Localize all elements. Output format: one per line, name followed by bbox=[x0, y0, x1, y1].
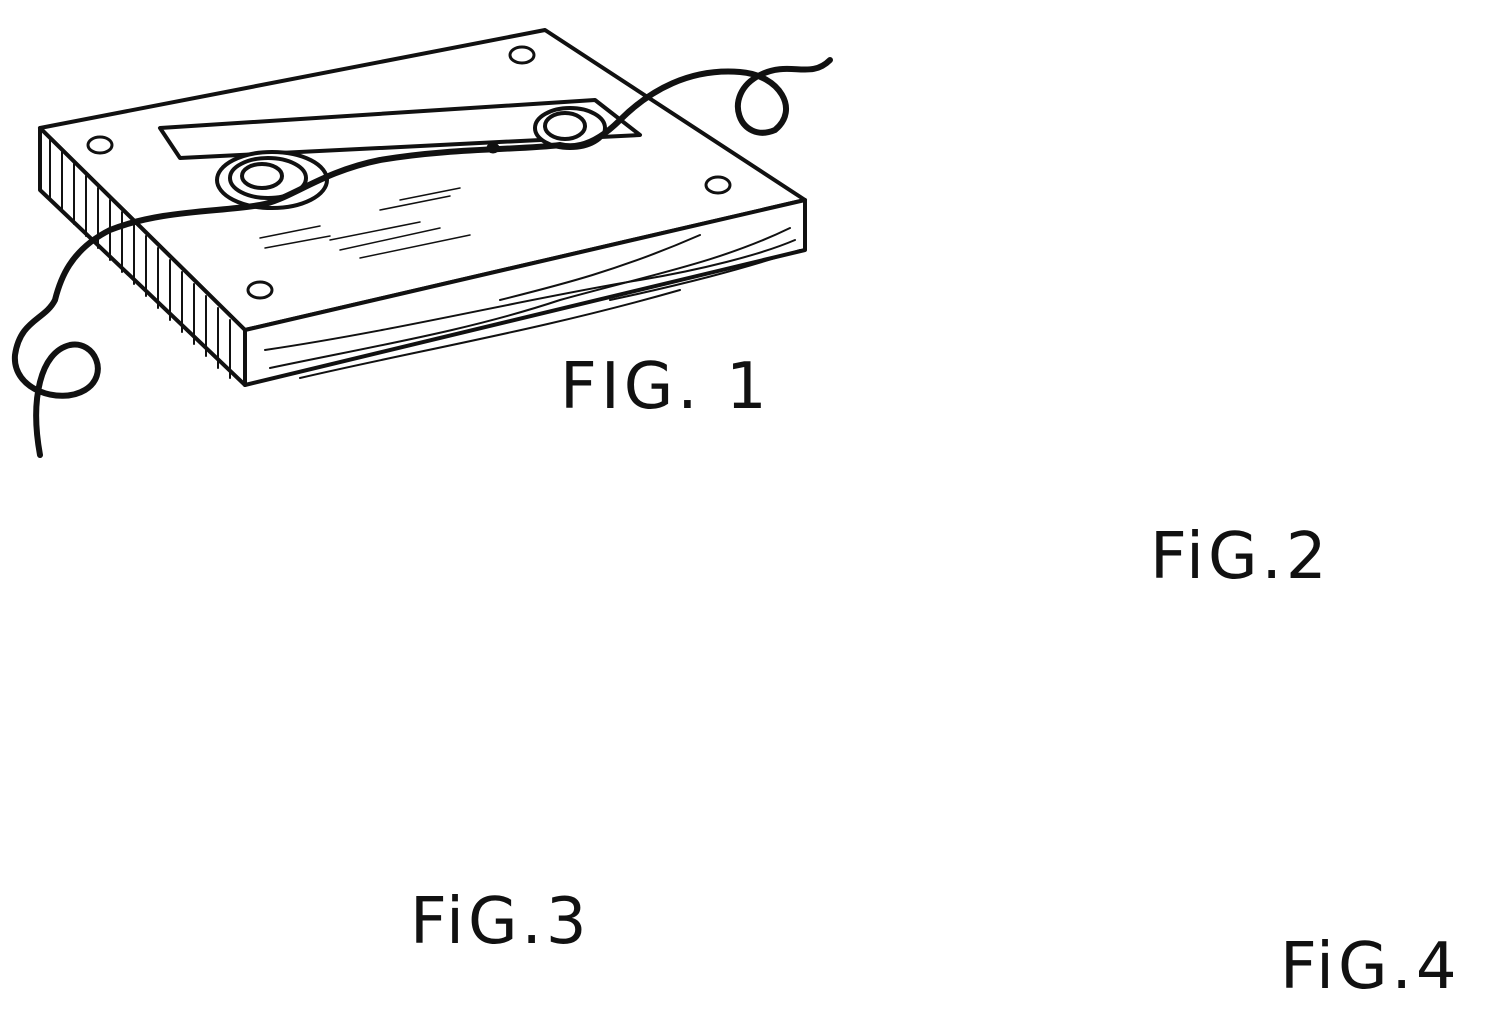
fig1-label: FIG. 1 bbox=[560, 350, 771, 424]
fig1-screw-holes bbox=[86, 45, 732, 300]
fig4-label: FiG.4 bbox=[1280, 930, 1461, 1004]
fig1-drawing bbox=[11, 28, 833, 458]
fig2-label: FiG.2 bbox=[1150, 520, 1331, 594]
fig1-wire bbox=[11, 57, 833, 458]
fig1-spring-strip bbox=[158, 98, 642, 160]
fig1-surface-shading bbox=[259, 187, 471, 259]
fig3-label: FiG.3 bbox=[410, 885, 591, 959]
fig1-binding-post-left bbox=[215, 150, 329, 210]
fig1-wood-grain bbox=[264, 227, 801, 379]
